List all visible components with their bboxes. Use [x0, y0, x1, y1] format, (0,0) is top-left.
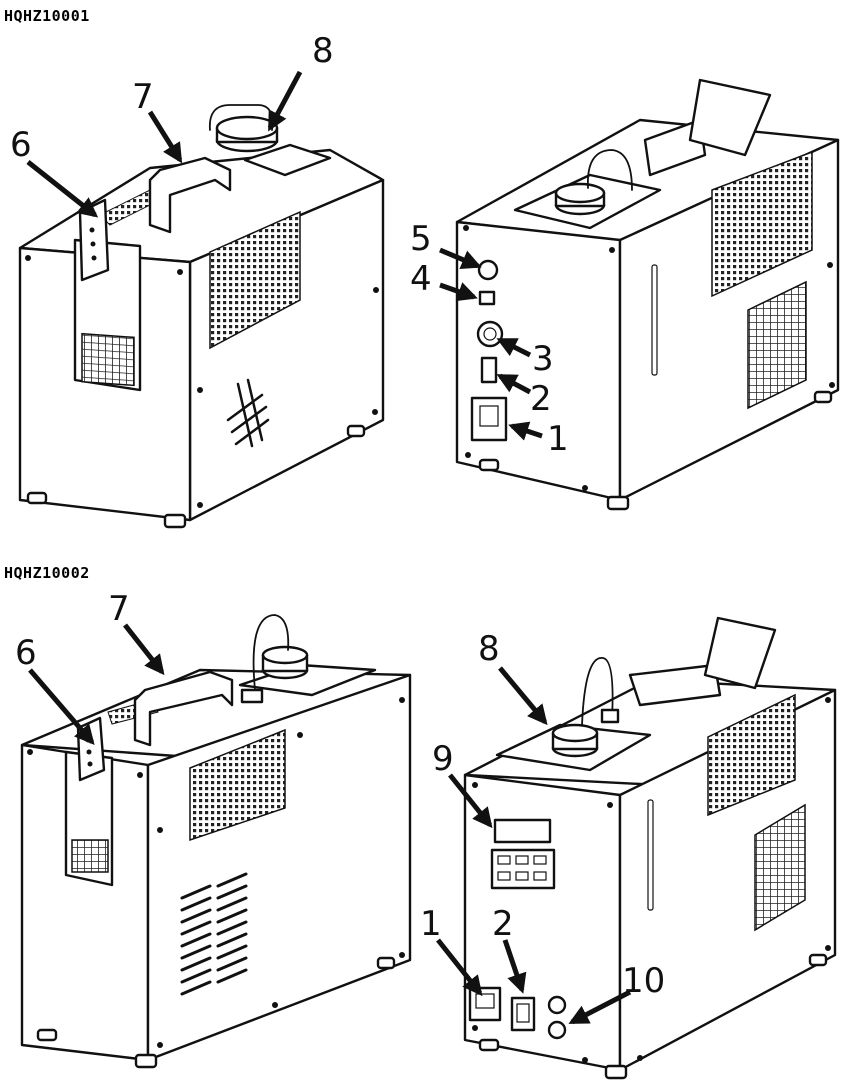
callout-4: 4: [410, 259, 432, 299]
arrow-10: [568, 989, 632, 1025]
model-label-hqhz10002: HQHZ10002: [4, 564, 90, 582]
callout-1: 1: [547, 419, 569, 459]
callout-1b: 1: [420, 904, 442, 944]
model-label-hqhz10001: HQHZ10001: [4, 7, 90, 25]
lcd-display-icon: [493, 818, 552, 844]
arrow-9: [448, 773, 493, 829]
unit-hqhz10002-right-view: [463, 616, 837, 1080]
arrow-7b: [123, 623, 165, 676]
callout-8b: 8: [478, 629, 500, 669]
power-switch-icon: [480, 356, 498, 384]
unit-hqhz10001-left-view: [18, 104, 385, 529]
callout-numbers: 8 7 6 5 4 3 2 1 7 6 8 9 1 2 10: [10, 31, 665, 1001]
xlr-socket-icon: [476, 320, 504, 348]
fan-grille-icon: [226, 378, 270, 448]
power-switch-icon: [510, 996, 536, 1032]
dmx-out-icon: [547, 1020, 567, 1040]
callout-7: 7: [132, 77, 154, 117]
knob-icon: [477, 259, 499, 281]
arrow-2b: [502, 939, 527, 994]
unit-hqhz10001-right-view: [455, 78, 840, 511]
callout-10: 10: [622, 961, 665, 1001]
arrow-7: [147, 110, 183, 164]
arrow-4: [439, 282, 478, 302]
unit-hqhz10002-left-view: [20, 614, 412, 1069]
arrow-6b: [28, 668, 95, 746]
arrow-5: [439, 247, 482, 270]
arrow-2: [496, 373, 532, 395]
arrow-8: [267, 70, 303, 132]
arrow-1: [508, 421, 543, 441]
callout-6: 6: [10, 125, 32, 165]
arrow-1b: [436, 938, 483, 997]
callout-2b: 2: [492, 904, 514, 944]
panel-buttons-icon: [497, 855, 547, 881]
callout-5: 5: [410, 219, 432, 259]
callout-7b: 7: [108, 589, 130, 629]
dmx-in-icon: [547, 995, 567, 1015]
callout-9: 9: [432, 739, 454, 779]
vent-louvres-icon: [180, 872, 248, 996]
arrow-6: [26, 160, 99, 218]
callout-arrows: [26, 70, 632, 1025]
arrow-8b: [498, 666, 548, 726]
callout-3: 3: [532, 339, 554, 379]
power-inlet-icon: [470, 396, 508, 442]
power-inlet-icon: [468, 986, 502, 1022]
callout-6b: 6: [15, 633, 37, 673]
switch-small-icon: [478, 290, 496, 306]
callout-2: 2: [530, 379, 552, 419]
callout-8: 8: [312, 31, 334, 71]
arrow-3: [496, 337, 532, 358]
